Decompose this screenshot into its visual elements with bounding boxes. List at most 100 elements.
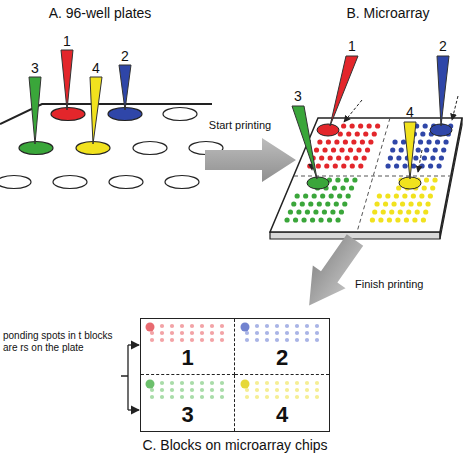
spot (362, 155, 367, 160)
spot (220, 395, 224, 399)
spot (150, 338, 154, 342)
spot (352, 177, 357, 182)
spot (285, 338, 289, 342)
spot (305, 381, 309, 385)
spot (319, 155, 324, 160)
spot (305, 324, 309, 328)
motion-arrow (344, 100, 362, 122)
spot (275, 324, 279, 328)
spot (245, 395, 249, 399)
spot (241, 380, 250, 389)
spot (385, 193, 390, 198)
spot (307, 177, 329, 189)
spot (316, 163, 321, 168)
spot (430, 185, 435, 190)
spot (220, 381, 224, 385)
spot (349, 185, 354, 190)
spot (346, 131, 351, 136)
spot (341, 163, 346, 168)
spot (341, 123, 346, 128)
spot (420, 131, 425, 136)
spot (160, 395, 164, 399)
motion-arrow (452, 96, 458, 120)
spot (435, 139, 440, 144)
block-number: 3 (181, 404, 193, 426)
spot (412, 217, 417, 222)
spot (317, 124, 339, 136)
spot (392, 139, 397, 144)
spot (417, 201, 422, 206)
spot (190, 381, 194, 385)
leader-arrow (128, 344, 139, 345)
spot (315, 324, 319, 328)
spot (220, 331, 224, 335)
spot (170, 381, 174, 385)
callout-number: 3 (31, 60, 39, 76)
spot (385, 163, 390, 168)
callout-number: 2 (439, 38, 447, 54)
spot (285, 381, 289, 385)
spot (395, 217, 400, 222)
spot (296, 209, 301, 214)
spot (210, 395, 214, 399)
spot (337, 193, 342, 198)
divider (294, 176, 451, 177)
spot (170, 338, 174, 342)
spot (275, 395, 279, 399)
print-pin (437, 56, 449, 126)
spot (200, 331, 204, 335)
spot (377, 193, 382, 198)
chip-block: 1 (141, 319, 235, 375)
spot (320, 193, 325, 198)
spot (190, 331, 194, 335)
spot (265, 338, 269, 342)
spot (422, 155, 427, 160)
spot (190, 324, 194, 328)
spot (351, 139, 356, 144)
well (163, 108, 197, 121)
spot (275, 331, 279, 335)
spot (421, 217, 426, 222)
spot (404, 217, 409, 222)
spot (170, 324, 174, 328)
spot (328, 155, 333, 160)
spot (356, 147, 361, 152)
spot (406, 209, 411, 214)
spot (150, 331, 154, 335)
spot (160, 324, 164, 328)
spot (315, 381, 319, 385)
spot (318, 217, 323, 222)
spot (326, 139, 331, 144)
spot (443, 139, 448, 144)
spot (295, 388, 299, 392)
spot (346, 193, 351, 198)
spot (436, 163, 441, 168)
spot (433, 147, 438, 152)
spot (245, 338, 249, 342)
spot (245, 331, 249, 335)
spot (160, 331, 164, 335)
spot (313, 209, 318, 214)
spot (422, 185, 427, 190)
spot (308, 201, 313, 206)
spot (170, 395, 174, 399)
spot (331, 147, 336, 152)
spot (390, 147, 395, 152)
well (0, 176, 31, 189)
spot (285, 395, 289, 399)
spot (315, 388, 319, 392)
spot (275, 338, 279, 342)
microarray-board (270, 118, 462, 232)
board-side (270, 232, 440, 239)
spot (285, 331, 289, 335)
spot (180, 324, 184, 328)
spot (398, 209, 403, 214)
spot (360, 139, 365, 144)
callout-number: 1 (63, 33, 71, 49)
spot (381, 209, 386, 214)
spot (375, 123, 380, 128)
spot (388, 155, 393, 160)
divider (357, 118, 390, 232)
spot (150, 395, 154, 399)
spot (335, 217, 340, 222)
